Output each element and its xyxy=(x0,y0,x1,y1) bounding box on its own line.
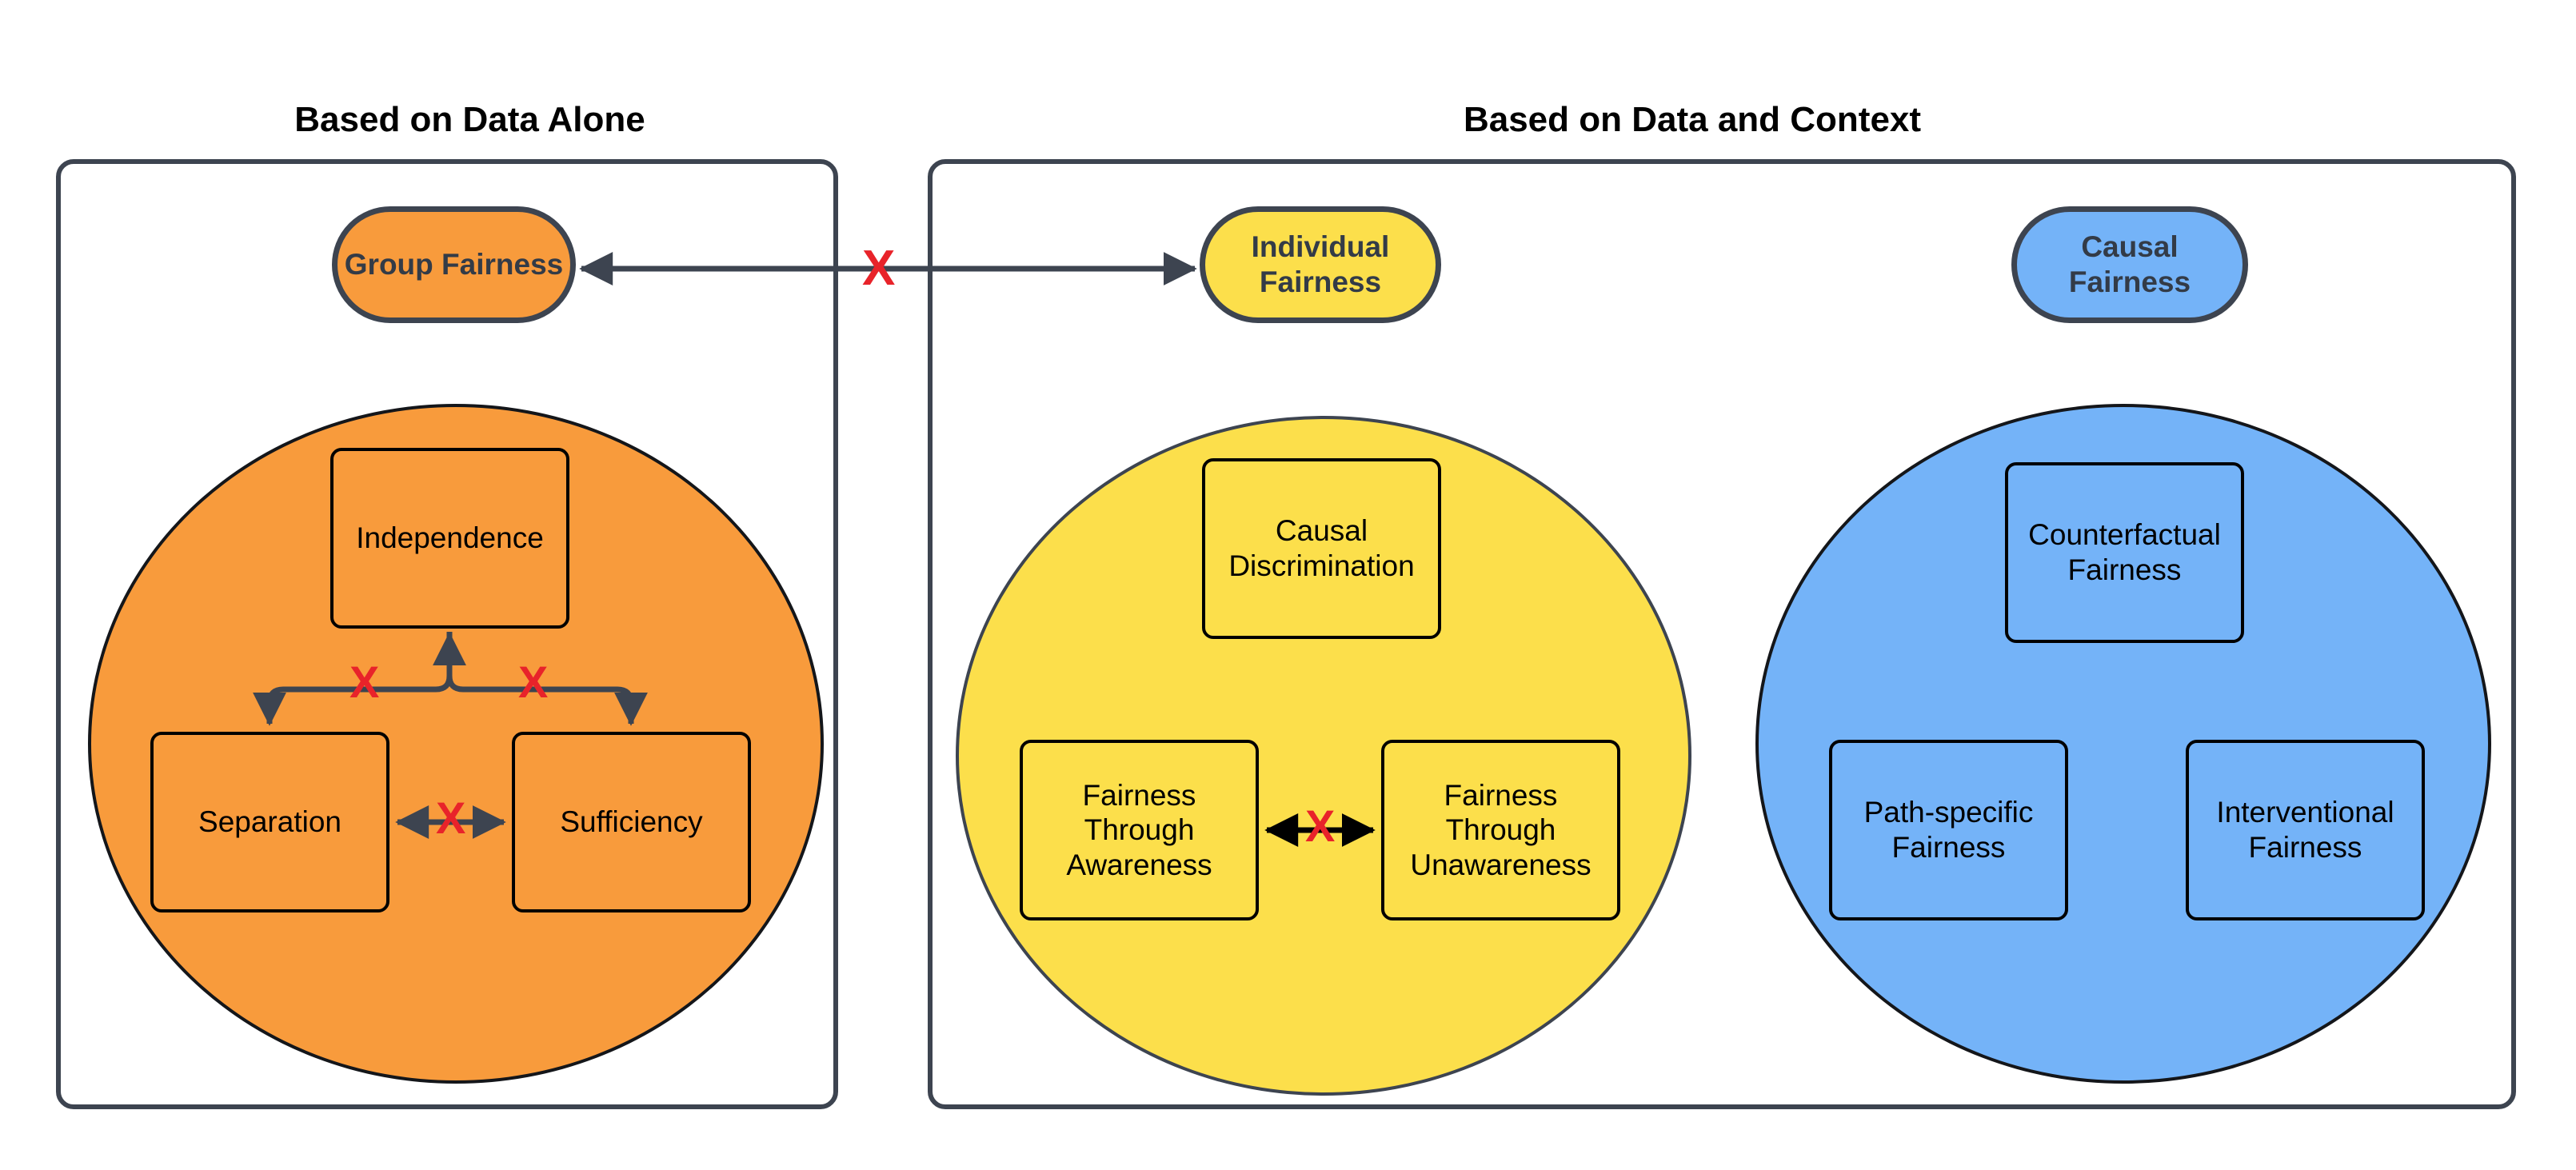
node-separation-label: Separation xyxy=(198,805,341,839)
pill-individual-fairness-label: Individual Fairness xyxy=(1251,230,1390,298)
node-counterfactual-fairness[interactable]: Counterfactual Fairness xyxy=(2005,462,2244,643)
incompatibility-x-group-individual: X xyxy=(862,241,896,296)
panel-title-data-and-context: Based on Data and Context xyxy=(1463,100,1922,139)
pill-group-fairness-label: Group Fairness xyxy=(344,248,564,282)
incompatibility-x-separation-sufficiency: X xyxy=(436,793,466,843)
incompatibility-x-independence-separation: X xyxy=(349,657,380,707)
node-fairness-through-awareness[interactable]: Fairness Through Awareness xyxy=(1020,740,1259,920)
node-causal-discrimination-line1: Causal xyxy=(1275,514,1368,548)
node-interventional-line1: Interventional xyxy=(2216,796,2394,829)
node-causal-discrimination[interactable]: Causal Discrimination xyxy=(1202,458,1441,639)
incompatibility-x-independence-sufficiency: X xyxy=(518,657,549,707)
node-path-specific-line2: Fairness xyxy=(1891,831,2006,864)
node-fta-line1: Fairness xyxy=(1082,778,1196,812)
node-fta-line2: Through xyxy=(1084,813,1195,847)
incompatibility-x-awareness-unawareness: X xyxy=(1305,801,1336,851)
pill-causal-fairness[interactable]: Causal Fairness xyxy=(2011,206,2248,323)
node-counterfactual-line2: Fairness xyxy=(2067,553,2182,586)
pill-individual-fairness[interactable]: Individual Fairness xyxy=(1200,206,1441,323)
node-fta-line3: Awareness xyxy=(1066,848,1212,881)
node-fairness-through-unawareness[interactable]: Fairness Through Unawareness xyxy=(1381,740,1620,920)
node-counterfactual-line1: Counterfactual xyxy=(2028,518,2221,552)
node-sufficiency[interactable]: Sufficiency xyxy=(512,732,751,912)
pill-group-fairness[interactable]: Group Fairness xyxy=(332,206,576,323)
panel-title-data-alone: Based on Data Alone xyxy=(294,100,645,139)
node-separation[interactable]: Separation xyxy=(150,732,389,912)
pill-causal-fairness-label: Causal Fairness xyxy=(2068,230,2191,298)
node-interventional-fairness[interactable]: Interventional Fairness xyxy=(2186,740,2425,920)
node-independence[interactable]: Independence xyxy=(330,448,569,629)
node-ftu-line2: Through xyxy=(1445,813,1556,847)
node-sufficiency-label: Sufficiency xyxy=(560,805,703,839)
node-independence-label: Independence xyxy=(356,521,544,555)
node-interventional-line2: Fairness xyxy=(2248,831,2362,864)
node-ftu-line1: Fairness xyxy=(1444,778,1558,812)
node-causal-discrimination-line2: Discrimination xyxy=(1228,549,1415,582)
node-path-specific-fairness[interactable]: Path-specific Fairness xyxy=(1829,740,2068,920)
node-path-specific-line1: Path-specific xyxy=(1863,796,2034,829)
node-ftu-line3: Unawareness xyxy=(1410,848,1592,881)
